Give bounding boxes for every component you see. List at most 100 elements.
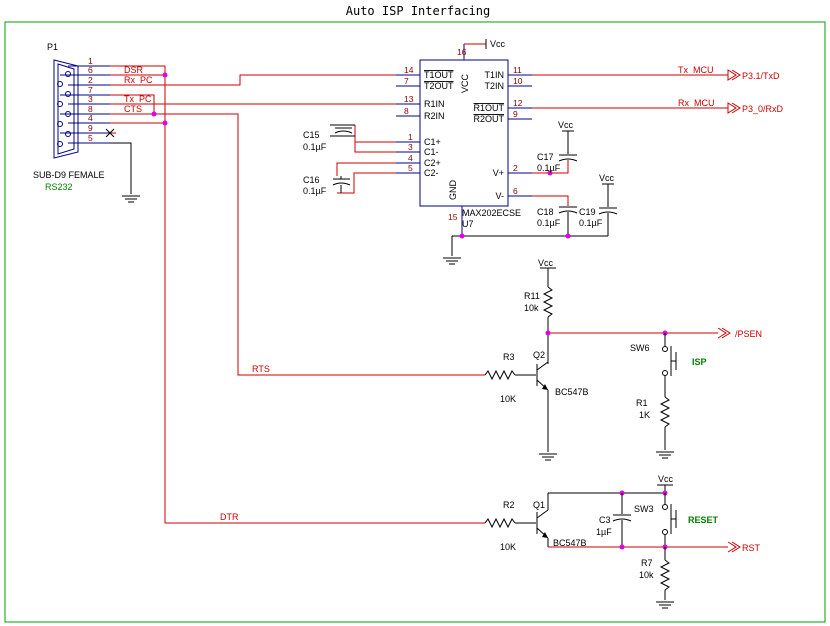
cap-c3-value: 1µF bbox=[596, 527, 612, 537]
ic-pin-num-14: 14 bbox=[404, 65, 414, 75]
cap-c18-ref: C18 bbox=[537, 207, 554, 217]
res-r11-ref: R11 bbox=[524, 291, 540, 301]
vcc-label-ic: Vcc bbox=[490, 39, 506, 49]
ic-power: Vcc bbox=[442, 39, 608, 265]
connector-ref: P1 bbox=[47, 42, 58, 52]
ic-pin-r2out: R2OUT bbox=[473, 114, 504, 124]
connector-name: SUB-D9 FEMALE bbox=[33, 170, 105, 180]
cap-c19: Vcc C19 0.1µF bbox=[579, 173, 618, 236]
ic-pin-c2m: C2- bbox=[424, 168, 439, 178]
ic-pin-vplus: V+ bbox=[493, 168, 504, 178]
res-r7-ref: R7 bbox=[641, 558, 653, 568]
net-label-tx-mcu: Tx_MCU bbox=[678, 65, 714, 75]
res-r1-ref: R1 bbox=[636, 398, 648, 408]
ic-pin-num-1: 1 bbox=[408, 132, 413, 142]
cap-c17: Vcc C17 0.1µF bbox=[532, 120, 578, 176]
ic-pin-c2p: C2+ bbox=[424, 158, 441, 168]
connector-pin-1: 1 bbox=[88, 56, 93, 66]
connector-type: RS232 bbox=[45, 182, 73, 192]
cap-c17-value: 0.1µF bbox=[537, 163, 561, 173]
port-psen: /PSEN bbox=[735, 329, 762, 339]
ic-pin-num-13: 13 bbox=[404, 94, 414, 104]
ic-pin-t2out: T2OUT bbox=[424, 81, 454, 91]
ic-pin-r1out: R1OUT bbox=[473, 103, 504, 113]
net-label-rx-pc: Rx_PC bbox=[124, 75, 153, 85]
ic-pin-gnd: GND bbox=[448, 180, 458, 201]
res-r3-ref: R3 bbox=[503, 352, 515, 362]
transistor-q1-part: BC547B bbox=[553, 538, 587, 548]
ic-pin-c1m: C1- bbox=[424, 147, 439, 157]
vcc-label-r11: Vcc bbox=[538, 258, 554, 268]
connector-pin-7: 7 bbox=[88, 85, 93, 95]
ic-pin-num-2: 2 bbox=[513, 163, 518, 173]
connector-pin-6: 6 bbox=[88, 65, 93, 75]
connector-pin-4: 4 bbox=[88, 113, 93, 123]
page-title: Auto ISP Interfacing bbox=[346, 4, 491, 18]
res-r2-value: 10K bbox=[500, 542, 516, 552]
connector-pin-3: 3 bbox=[88, 94, 93, 104]
connector-pin-8: 8 bbox=[88, 104, 93, 114]
port-txd: P3.1/TxD bbox=[742, 71, 780, 81]
schematic-frame bbox=[4, 21, 826, 623]
connector-wires: DSR Rx_PC Tx_PC CTS RTS DTR bbox=[105, 65, 485, 524]
vcc-label-c17: Vcc bbox=[558, 120, 574, 130]
ic-pin-num-10: 10 bbox=[513, 76, 523, 86]
ic-pin-t1in: T1IN bbox=[484, 70, 504, 80]
switch-sw6-label: ISP bbox=[692, 357, 707, 367]
ic-pin-vcc: VCC bbox=[460, 73, 470, 93]
connector-pin-9: 9 bbox=[88, 123, 93, 133]
ic-pin-num-4: 4 bbox=[408, 153, 413, 163]
vcc-label-c19: Vcc bbox=[599, 173, 615, 183]
switch-sw3-label: RESET bbox=[688, 515, 719, 525]
dsub-body bbox=[53, 59, 79, 159]
ic-pin-num-6: 6 bbox=[513, 186, 518, 196]
connector-pin-5: 5 bbox=[88, 133, 93, 143]
ic-pin-num-9: 9 bbox=[513, 109, 518, 119]
connector-pin-2: 2 bbox=[88, 75, 93, 85]
cap-c18: C18 0.1µF bbox=[532, 195, 578, 239]
ic-ref: U7 bbox=[462, 219, 474, 229]
ic-pin-t1out: T1OUT bbox=[424, 70, 454, 80]
cap-c3-ref: C3 bbox=[599, 515, 611, 525]
dsub-shell bbox=[57, 63, 75, 155]
res-r11-value: 10k bbox=[524, 303, 539, 313]
res-r3-value: 10K bbox=[500, 394, 516, 404]
ic-pin-num-3: 3 bbox=[408, 142, 413, 152]
cap-c15-ref: C15 bbox=[303, 130, 320, 140]
net-label-dtr: DTR bbox=[220, 512, 239, 522]
ic-pin-num-8: 8 bbox=[404, 106, 409, 116]
rs232-connector: P1 1 6 2 7 3 8 4 9 5 SUB-D9 FEMALE RS232 bbox=[33, 42, 110, 192]
ic-name: MAX202ECSE bbox=[462, 208, 521, 218]
ic-pin-num-7: 7 bbox=[404, 76, 409, 86]
ic-pin-num-12: 12 bbox=[513, 98, 523, 108]
res-r2-ref: R2 bbox=[503, 500, 515, 510]
res-r1-value: 1K bbox=[639, 410, 650, 420]
ic-pin-num-15: 15 bbox=[448, 212, 458, 222]
cap-c19-ref: C19 bbox=[579, 207, 596, 217]
net-label-dsr: DSR bbox=[124, 65, 144, 75]
ic-pin-r1in: R1IN bbox=[424, 99, 445, 109]
switch-sw3-ref: SW3 bbox=[634, 504, 654, 514]
ic-pin-num-5: 5 bbox=[408, 163, 413, 173]
res-r7-value: 10k bbox=[639, 570, 654, 580]
switch-sw6-ref: SW6 bbox=[630, 343, 650, 353]
port-rst: RST bbox=[742, 543, 761, 553]
cap-c16-value: 0.1µF bbox=[303, 186, 327, 196]
net-label-rts: RTS bbox=[252, 364, 270, 374]
ic-pin-num-16: 16 bbox=[457, 47, 467, 57]
cap-c18-value: 0.1µF bbox=[537, 218, 561, 228]
vcc-label-reset: Vcc bbox=[658, 474, 674, 484]
net-label-rx-mcu: Rx_MCU bbox=[678, 98, 715, 108]
transistor-q1-ref: Q1 bbox=[533, 500, 545, 510]
cap-c15: C15 0.1µF bbox=[303, 124, 396, 153]
port-rxd: P3_0/RxD bbox=[742, 104, 784, 114]
isp-circuit: Vcc R11 10k /PSEN R3 10K Q2 BC547B bbox=[484, 258, 762, 461]
net-label-cts: CTS bbox=[124, 104, 142, 114]
cap-c15-value: 0.1µF bbox=[303, 142, 327, 152]
ic-right-wires: Tx_MCU Rx_MCU P3.1/TxD P3_0/RxD bbox=[532, 65, 784, 114]
ic-pin-c1p: C1+ bbox=[424, 137, 441, 147]
cap-c19-value: 0.1µF bbox=[579, 218, 603, 228]
cap-c16-ref: C16 bbox=[303, 175, 320, 185]
ic-pin-vminus: V- bbox=[495, 191, 504, 201]
